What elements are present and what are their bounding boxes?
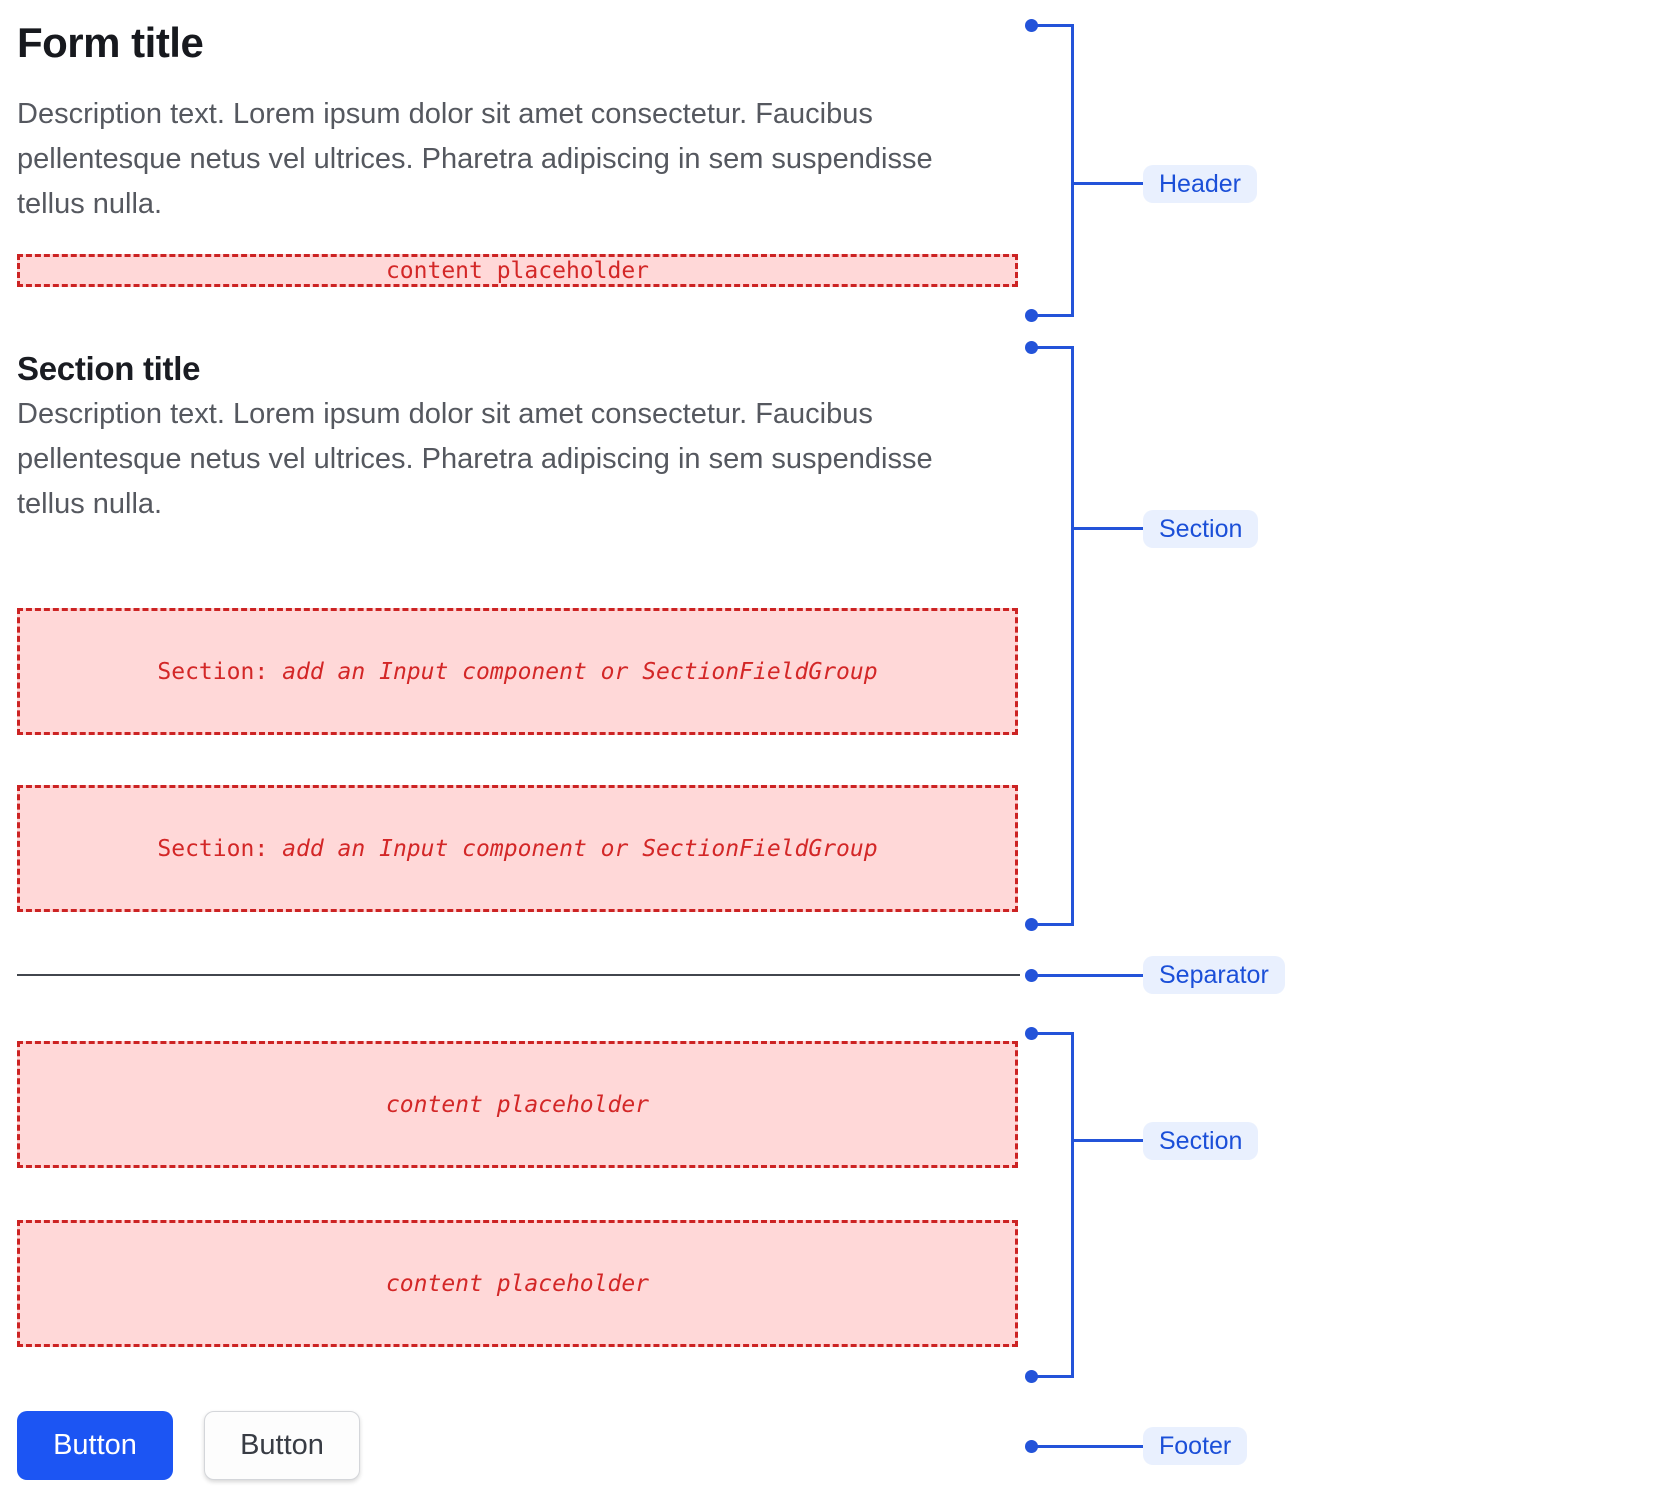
- section2-bracket-line: [1071, 1032, 1074, 1378]
- section2-bracket-bottom-arm: [1031, 1375, 1074, 1378]
- header-bracket-bottom-arm: [1031, 314, 1074, 317]
- header-label-connector: [1071, 182, 1143, 185]
- section-label-connector: [1071, 527, 1143, 530]
- placeholder-prefix: Section:: [157, 835, 269, 862]
- placeholder-text: content placeholder: [385, 257, 650, 284]
- section-bracket-top-arm: [1031, 346, 1074, 349]
- form-title: Form title: [17, 19, 204, 66]
- header-annotation-label: Header: [1143, 165, 1257, 203]
- section-description: Description text. Lorem ipsum dolor sit …: [17, 398, 933, 520]
- secondary-button[interactable]: Button: [204, 1411, 360, 1480]
- separator-annotation-label: Separator: [1143, 956, 1285, 994]
- header-content-placeholder: content placeholder: [17, 254, 1018, 287]
- footer-dot: [1025, 1440, 1038, 1453]
- section-annotation-label: Section: [1143, 510, 1259, 548]
- section2-content-placeholder-1: content placeholder: [17, 1041, 1018, 1168]
- form-description: Description text. Lorem ipsum dolor sit …: [17, 98, 933, 220]
- section-field-placeholder-2: Section: add an Input component or Secti…: [17, 785, 1018, 912]
- footer-annotation-label: Footer: [1143, 1427, 1248, 1465]
- footer-label-connector: [1037, 1445, 1143, 1448]
- placeholder-prefix: Section:: [157, 658, 269, 685]
- header-bracket-line: [1071, 24, 1074, 317]
- header-bracket-top-arm: [1031, 24, 1074, 27]
- section-bracket-line: [1071, 346, 1074, 926]
- separator-line: [17, 974, 1020, 976]
- section2-content-placeholder-2: content placeholder: [17, 1220, 1018, 1347]
- placeholder-text: content placeholder: [385, 1270, 650, 1297]
- placeholder-text: add an Input component or SectionFieldGr…: [282, 835, 878, 862]
- placeholder-text: add an Input component or SectionFieldGr…: [282, 658, 878, 685]
- section2-label-connector: [1071, 1139, 1143, 1142]
- separator-dot: [1025, 969, 1038, 982]
- section2-annotation-label: Section: [1143, 1122, 1259, 1160]
- separator-label-connector: [1037, 974, 1143, 977]
- section-field-placeholder-1: Section: add an Input component or Secti…: [17, 608, 1018, 735]
- section2-bracket-top-arm: [1031, 1032, 1074, 1035]
- primary-button[interactable]: Button: [17, 1411, 173, 1480]
- section-title: Section title: [17, 350, 201, 387]
- section-bracket-bottom-arm: [1031, 923, 1074, 926]
- placeholder-text: content placeholder: [385, 1091, 650, 1118]
